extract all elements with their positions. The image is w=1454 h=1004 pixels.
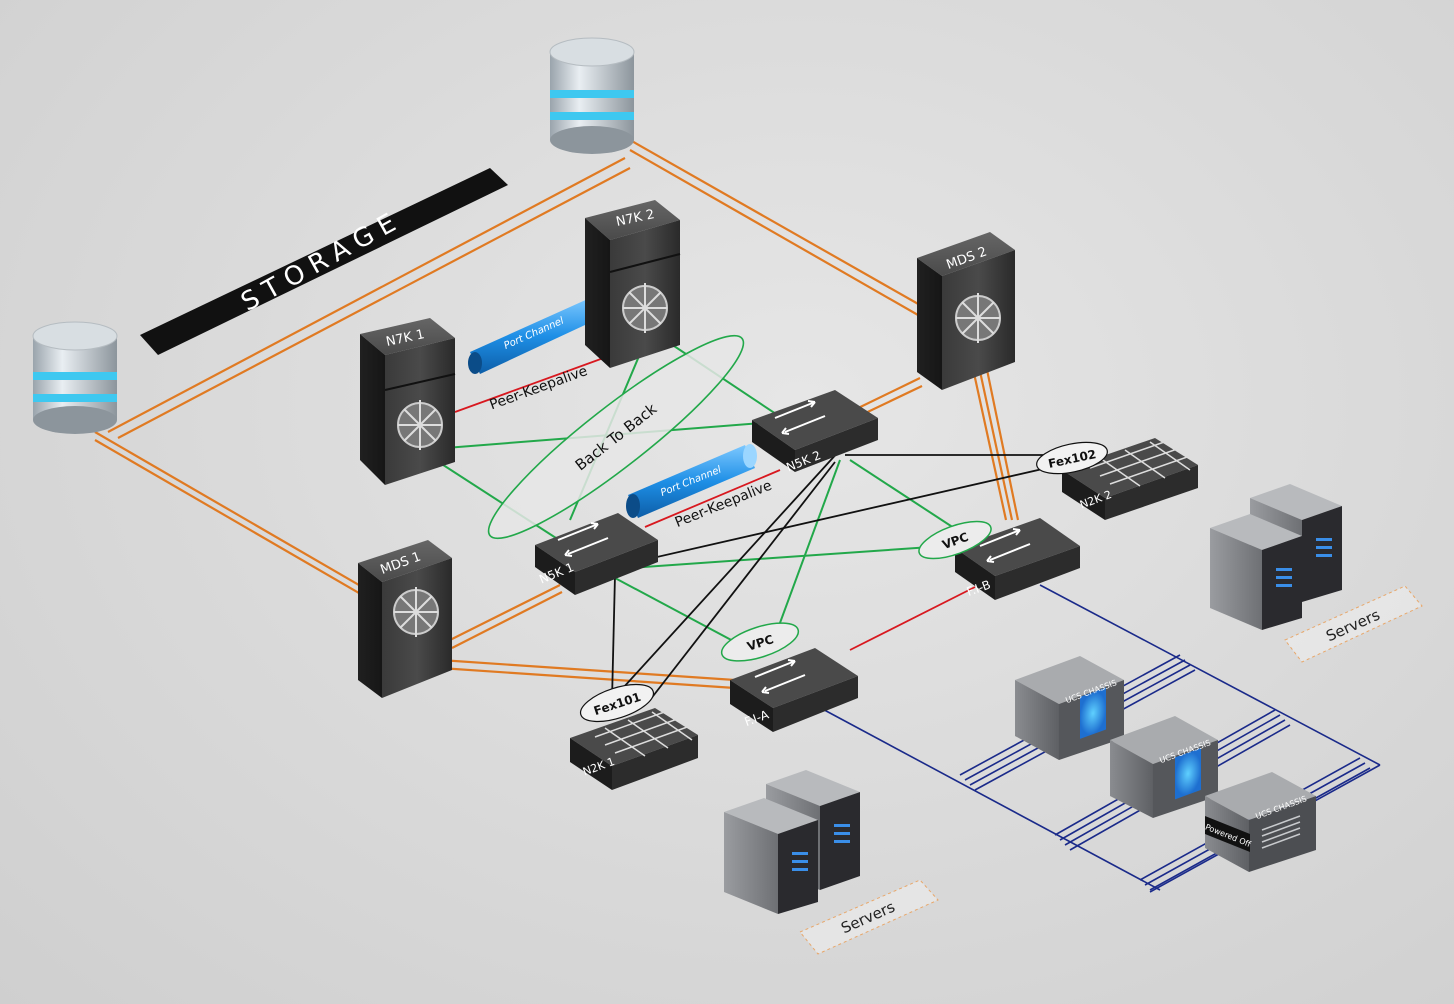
servers-right[interactable]: Servers — [1210, 484, 1423, 663]
server-icon — [1210, 514, 1302, 630]
vpc-b-ring: VPC — [918, 520, 992, 560]
mds1-switch[interactable]: MDS 1 — [358, 540, 452, 698]
fex-links — [599, 449, 1061, 701]
n5k1-switch[interactable]: N5K 1 — [535, 513, 658, 595]
red-links — [454, 351, 976, 651]
n2k2-switch[interactable]: N2K 2 — [1062, 438, 1198, 520]
fib-switch[interactable]: F.I-B — [955, 518, 1080, 600]
storage-banner-label: STORAGE — [236, 204, 408, 317]
vpc-a-ring: VPC — [720, 622, 800, 662]
fex102-tag: Fex102 — [1036, 441, 1108, 475]
back-to-back-links — [419, 329, 981, 651]
peer-keepalive-top-label: Peer-Keepalive — [488, 363, 590, 413]
server-icon — [724, 798, 818, 914]
database-icon — [32, 321, 118, 434]
storage-links — [94, 139, 1020, 690]
port-channel-top: Port Channel — [468, 297, 602, 374]
n5k2-switch[interactable]: N5K 2 — [752, 390, 878, 475]
n7k1-switch[interactable]: N7K 1 — [360, 318, 456, 485]
ucs-chassis-3[interactable]: Powered Off UCS CHASSIS — [1204, 772, 1316, 872]
mds2-switch[interactable]: MDS 2 — [917, 232, 1015, 390]
database-icon — [549, 37, 635, 154]
fia-switch[interactable]: F.I-A — [730, 648, 858, 732]
fex101-tag: Fex101 — [579, 683, 655, 723]
n2k1-switch[interactable]: N2K 1 — [570, 708, 698, 790]
ucs-chassis-1[interactable]: UCS CHASSIS — [1015, 656, 1124, 760]
n7k2-switch[interactable]: N7K 2 — [585, 200, 681, 368]
ucs-chassis-2[interactable]: UCS CHASSIS — [1110, 716, 1218, 818]
servers-left[interactable]: Servers — [724, 770, 939, 955]
